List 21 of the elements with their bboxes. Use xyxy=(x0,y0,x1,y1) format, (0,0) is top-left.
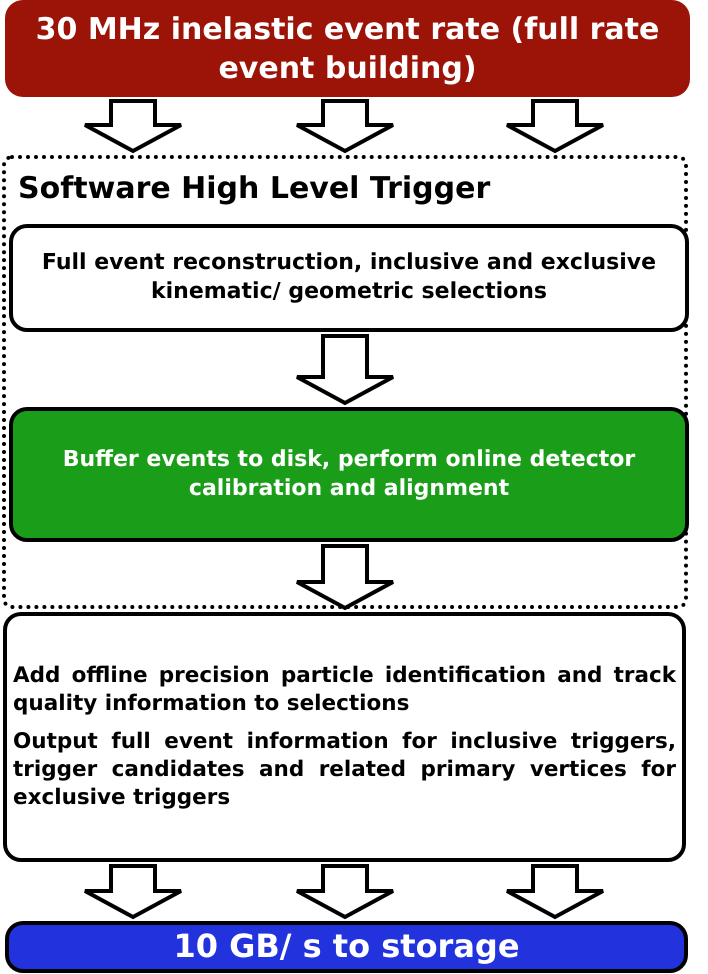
source-box xyxy=(5,0,690,97)
process-box xyxy=(9,407,689,542)
node-text: Full event reconstruction, inclusive and exclusive kinematic/ geometric selections xyxy=(40,249,658,306)
node-text: Buffer events to disk, perform online detector calibration and alignment xyxy=(62,446,636,502)
block-arrow xyxy=(295,544,395,610)
node-text: 10 GB/ s to storage xyxy=(172,926,521,968)
block-arrow xyxy=(295,334,395,406)
node-text: 30 MHz inelastic event rate (full rate event building) xyxy=(34,10,660,88)
block-arrow xyxy=(295,99,395,154)
block-arrow xyxy=(83,864,183,920)
node-text: Add offline precision particle identification and track quality information to selections xyxy=(13,662,676,718)
block-arrow xyxy=(505,99,605,154)
trigger-group xyxy=(2,155,688,609)
process-box xyxy=(9,224,689,332)
node-text: Output full event information for inclusive triggers, trigger candidates and related primary vertices for exclusive triggers xyxy=(13,728,676,812)
sink-box xyxy=(5,921,688,973)
block-arrow xyxy=(83,99,183,154)
block-arrow xyxy=(505,864,605,920)
group-heading: Software High Level Trigger xyxy=(18,170,492,208)
process-box xyxy=(3,612,686,862)
block-arrow xyxy=(295,864,395,920)
